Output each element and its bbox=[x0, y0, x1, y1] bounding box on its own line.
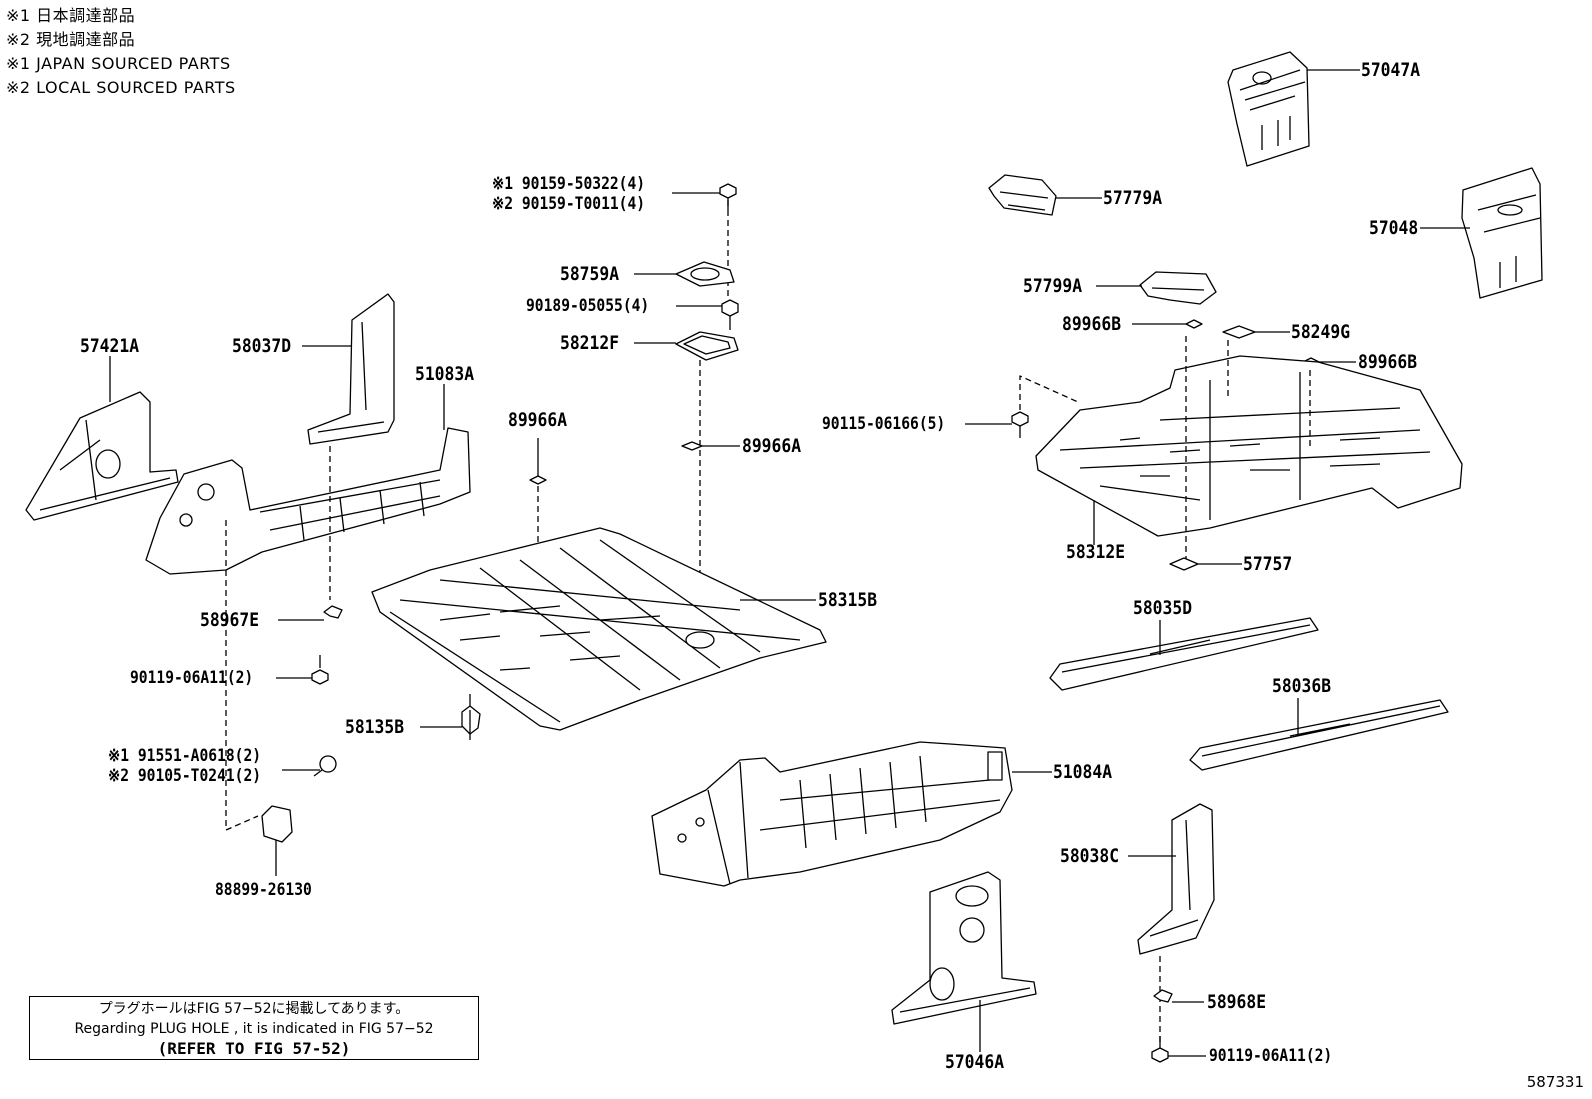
part-51083A bbox=[145, 427, 471, 575]
label-88899: 88899-26130 bbox=[215, 880, 312, 900]
part-51084A bbox=[651, 741, 1013, 887]
label-57047A: 57047A bbox=[1361, 59, 1421, 81]
note-line-jp: プラグホールはFIG 57−52に掲載してあります。 bbox=[98, 1001, 410, 1017]
label-57779A: 57779A bbox=[1103, 187, 1163, 209]
legend-line-1: ※1 日本調達部品 bbox=[6, 6, 136, 25]
label-58312E: 58312E bbox=[1066, 541, 1126, 563]
label-57421A: 57421A bbox=[80, 335, 140, 357]
label-58036B: 58036B bbox=[1272, 675, 1332, 697]
label-91551: ※1 91551-A0618(2) bbox=[108, 746, 262, 766]
label-58249G: 58249G bbox=[1291, 321, 1351, 343]
part-57779A bbox=[988, 174, 1057, 216]
label-51084A: 51084A bbox=[1053, 761, 1113, 783]
label-51083A: 51083A bbox=[415, 363, 475, 385]
clip-58249G bbox=[1222, 325, 1256, 339]
bolt-90119-b bbox=[1151, 1036, 1169, 1063]
label-89966A-2: 89966A bbox=[742, 435, 802, 457]
label-58968E: 58968E bbox=[1207, 991, 1267, 1013]
bolt-90159 bbox=[719, 183, 737, 210]
note-line-ref: (REFER TO FIG 57-52) bbox=[157, 1039, 351, 1058]
clip-58968E bbox=[1153, 989, 1173, 1003]
part-58135B bbox=[461, 694, 481, 740]
label-57799A: 57799A bbox=[1023, 275, 1083, 297]
part-58315B bbox=[371, 527, 827, 731]
label-89966B-1: 89966B bbox=[1062, 313, 1122, 335]
label-58135B: 58135B bbox=[345, 716, 405, 738]
label-89966A-1: 89966A bbox=[508, 409, 568, 431]
label-90159-2: ※2 90159-T0011(4) bbox=[492, 194, 646, 214]
bolt-90115 bbox=[1011, 411, 1029, 438]
label-58967E: 58967E bbox=[200, 609, 260, 631]
part-58312E bbox=[1035, 355, 1463, 537]
clip-89966A-1 bbox=[529, 475, 547, 485]
part-58038C bbox=[1137, 803, 1215, 955]
note-line-en: Regarding PLUG HOLE , it is indicated in… bbox=[74, 1021, 434, 1037]
label-58037D: 58037D bbox=[232, 335, 292, 357]
label-90115: 90115-06166(5) bbox=[822, 414, 946, 434]
figure-code: 587331 bbox=[1526, 1073, 1584, 1091]
bolt-91551 bbox=[313, 755, 337, 777]
part-58036B bbox=[1189, 699, 1449, 771]
legend-line-4: ※2 LOCAL SOURCED PARTS bbox=[6, 78, 236, 97]
legend-line-2: ※2 現地調達部品 bbox=[6, 30, 136, 49]
label-57048: 57048 bbox=[1369, 217, 1419, 239]
part-57047A bbox=[1227, 51, 1310, 167]
label-90119-b: 90119-06A11(2) bbox=[1209, 1046, 1333, 1066]
label-58759A: 58759A bbox=[560, 263, 620, 285]
bolt-90119-a bbox=[311, 655, 329, 685]
part-57048 bbox=[1461, 167, 1543, 299]
legend: ※1 日本調達部品 ※2 現地調達部品 ※1 JAPAN SOURCED PAR… bbox=[6, 4, 236, 100]
label-58315B: 58315B bbox=[818, 589, 878, 611]
part-58037D bbox=[307, 293, 395, 445]
clip-89966A-2 bbox=[681, 441, 703, 451]
label-57757: 57757 bbox=[1243, 553, 1293, 575]
part-88899 bbox=[261, 805, 293, 843]
clip-58967E bbox=[323, 605, 343, 619]
part-57046A bbox=[891, 871, 1037, 1025]
clip-57757 bbox=[1169, 557, 1199, 571]
part-58759A bbox=[675, 261, 735, 287]
part-58212F bbox=[675, 331, 739, 361]
label-89966B-2: 89966B bbox=[1358, 351, 1418, 373]
nut-90189 bbox=[721, 299, 739, 330]
label-58038C: 58038C bbox=[1060, 845, 1120, 867]
part-57421A bbox=[25, 391, 179, 521]
label-58212F: 58212F bbox=[560, 332, 620, 354]
part-57799A bbox=[1139, 271, 1217, 305]
label-90189: 90189-05055(4) bbox=[526, 296, 650, 316]
clip-89966B-1 bbox=[1185, 319, 1203, 329]
label-57046A: 57046A bbox=[945, 1051, 1005, 1073]
plug-hole-note: プラグホールはFIG 57−52に掲載してあります。 Regarding PLU… bbox=[29, 996, 479, 1060]
label-90159-1: ※1 90159-50322(4) bbox=[492, 174, 646, 194]
legend-line-3: ※1 JAPAN SOURCED PARTS bbox=[6, 54, 231, 73]
label-58035D: 58035D bbox=[1133, 597, 1193, 619]
label-90119-a: 90119-06A11(2) bbox=[130, 668, 254, 688]
label-90105: ※2 90105-T0241(2) bbox=[108, 766, 262, 786]
